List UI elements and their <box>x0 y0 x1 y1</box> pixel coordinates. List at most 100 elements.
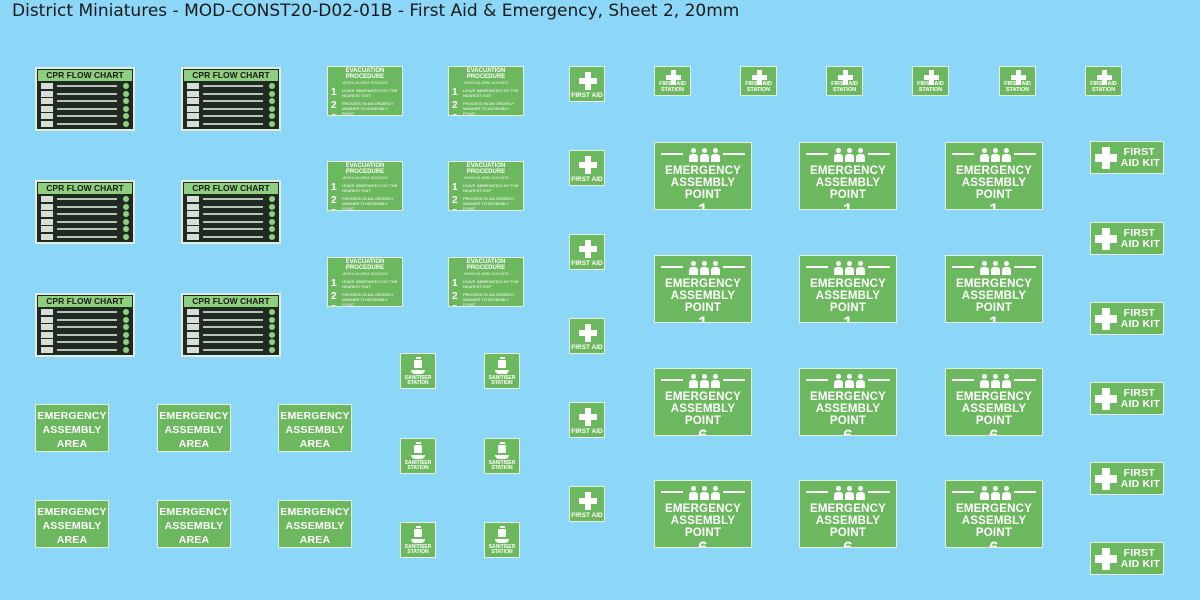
cpr-steps <box>39 309 131 353</box>
cpr-step-picture <box>41 309 53 315</box>
person-body <box>991 267 1000 275</box>
first-aid-kit-line: AID KIT <box>1120 157 1160 169</box>
person-icon <box>700 486 709 500</box>
evacuation-step-text: LEAVE IMMEDIATELY BY THE NEAREST EXIT <box>342 183 398 193</box>
cpr-step-picture <box>187 226 199 232</box>
evacuation-step-text: PROCEED IN AN ORDERLY MANNER TO ASSEMBLY… <box>342 292 394 307</box>
cross-bar <box>751 74 767 80</box>
hand-icon <box>411 539 425 543</box>
evacuation-step-number: 1 <box>331 87 337 98</box>
cpr-step-text <box>57 228 117 230</box>
evacuation-step-text: REMAIN AT ASSEMBLY AREA UNTIL ALL CLEAR … <box>463 305 521 306</box>
assembly-point-line: ASSEMBLY <box>815 177 881 189</box>
cpr-step-marker <box>123 346 129 353</box>
arrow-right-icon <box>952 266 974 268</box>
assembly-point-line: ASSEMBLY <box>961 515 1027 527</box>
cpr-step-picture <box>187 331 199 338</box>
cpr-step-text <box>57 220 117 223</box>
assembly-point-line: EMERGENCY <box>956 278 1032 290</box>
first-aid-sign: FIRST AID <box>569 234 605 270</box>
assembly-point-line: EMERGENCY <box>665 165 741 177</box>
cpr-steps <box>185 309 277 353</box>
first-aid-kit-line: AID KIT <box>1120 478 1160 490</box>
evacuation-step-text: REMAIN AT ASSEMBLY AREA UNTIL ALL CLEAR … <box>342 305 400 306</box>
person-body <box>834 154 843 162</box>
person-body <box>1002 154 1011 162</box>
person-body <box>845 492 854 500</box>
arrow-left-icon <box>1014 153 1036 155</box>
first-aid-label: FIRST AID <box>571 427 603 435</box>
arrow-left-icon <box>723 379 745 381</box>
person-head <box>858 148 863 153</box>
person-icon <box>1002 486 1011 500</box>
white-cross-icon <box>665 69 681 85</box>
person-head <box>702 148 707 153</box>
emergency-assembly-area-line: ASSEMBLY <box>285 520 345 532</box>
cpr-step-marker <box>269 83 275 89</box>
person-head <box>691 148 696 153</box>
cpr-step-picture <box>41 316 53 323</box>
cross-bar <box>1010 74 1026 80</box>
sanitiser-station-line: STATION <box>407 465 429 471</box>
cpr-step <box>39 233 131 241</box>
cpr-step <box>39 211 131 218</box>
cpr-step <box>39 98 131 105</box>
assembly-point-line: ASSEMBLY <box>961 290 1027 302</box>
person-icon <box>1002 374 1011 388</box>
person-icon <box>689 374 698 388</box>
cpr-step-marker <box>123 105 129 112</box>
person-icon <box>856 261 865 275</box>
person-body <box>700 380 709 388</box>
assembly-point-number: 1 <box>989 313 999 323</box>
sanitiser-station-line: STATION <box>491 549 513 555</box>
cpr-step-picture <box>187 324 199 330</box>
sanitiser-nozzle <box>500 357 505 359</box>
cpr-step-text <box>203 220 263 223</box>
cross-bar <box>1095 154 1117 162</box>
person-icon <box>834 374 843 388</box>
hand-icon <box>411 455 425 459</box>
white-cross-icon <box>579 156 597 174</box>
first-aid-kit-line: FIRST <box>1123 146 1155 158</box>
arrow-left-icon <box>723 491 745 493</box>
cpr-step-text <box>57 100 117 102</box>
assembly-point-number: 6 <box>989 538 999 548</box>
evacuation-step-text: LEAVE IMMEDIATELY BY THE NEAREST EXIT <box>342 88 398 98</box>
cpr-step-text <box>57 235 117 238</box>
emergency-assembly-area-line: AREA <box>56 438 88 450</box>
evacuation-step-number: 2 <box>452 291 458 302</box>
emergency-assembly-area-line: AREA <box>56 534 88 546</box>
first-aid-kit-line: FIRST <box>1123 387 1155 399</box>
cpr-step-picture <box>41 346 53 353</box>
cpr-step-text <box>203 198 263 200</box>
cpr-step <box>185 105 277 113</box>
cpr-step-picture <box>41 83 53 89</box>
cpr-step-text <box>203 228 263 230</box>
cpr-step <box>39 90 131 98</box>
first-aid-sign: FIRST AID <box>569 318 605 354</box>
person-head <box>691 486 696 491</box>
person-body <box>711 154 720 162</box>
cpr-step-marker <box>123 324 129 330</box>
cpr-step-text <box>203 341 263 343</box>
assembly-point-number: 6 <box>989 426 999 436</box>
hand-sanitiser-icon <box>413 526 423 537</box>
